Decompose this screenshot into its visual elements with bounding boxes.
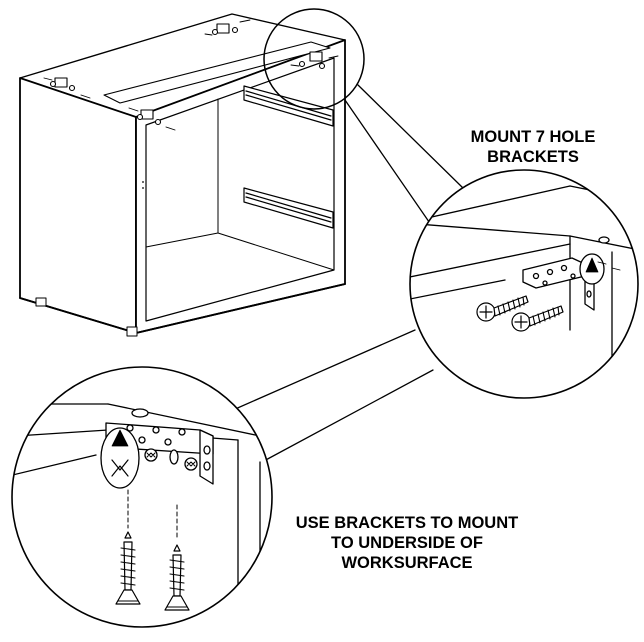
callout-line: TO UNDERSIDE OF bbox=[331, 534, 483, 553]
magnifier-circle-icon bbox=[264, 9, 364, 109]
callout-line: USE BRACKETS TO MOUNT bbox=[295, 514, 519, 532]
callout-line: MOUNT 7 HOLE bbox=[470, 128, 596, 146]
lower-detail-zoom bbox=[0, 367, 272, 637]
corner-bracket-icon bbox=[51, 24, 325, 125]
drawer-slide-icon bbox=[244, 86, 333, 228]
upper-detail-zoom bbox=[405, 170, 640, 398]
screw-icon bbox=[477, 296, 563, 331]
callout-line: BRACKETS bbox=[487, 148, 579, 167]
screw-icon bbox=[116, 532, 189, 610]
cabinet-drawing bbox=[20, 14, 345, 336]
underside-callout: USE BRACKETS TO MOUNT TO UNDERSIDE OF WO… bbox=[272, 513, 542, 573]
callout-line: WORKSURFACE bbox=[341, 554, 473, 573]
mount-brackets-callout: MOUNT 7 HOLE BRACKETS bbox=[438, 127, 628, 167]
